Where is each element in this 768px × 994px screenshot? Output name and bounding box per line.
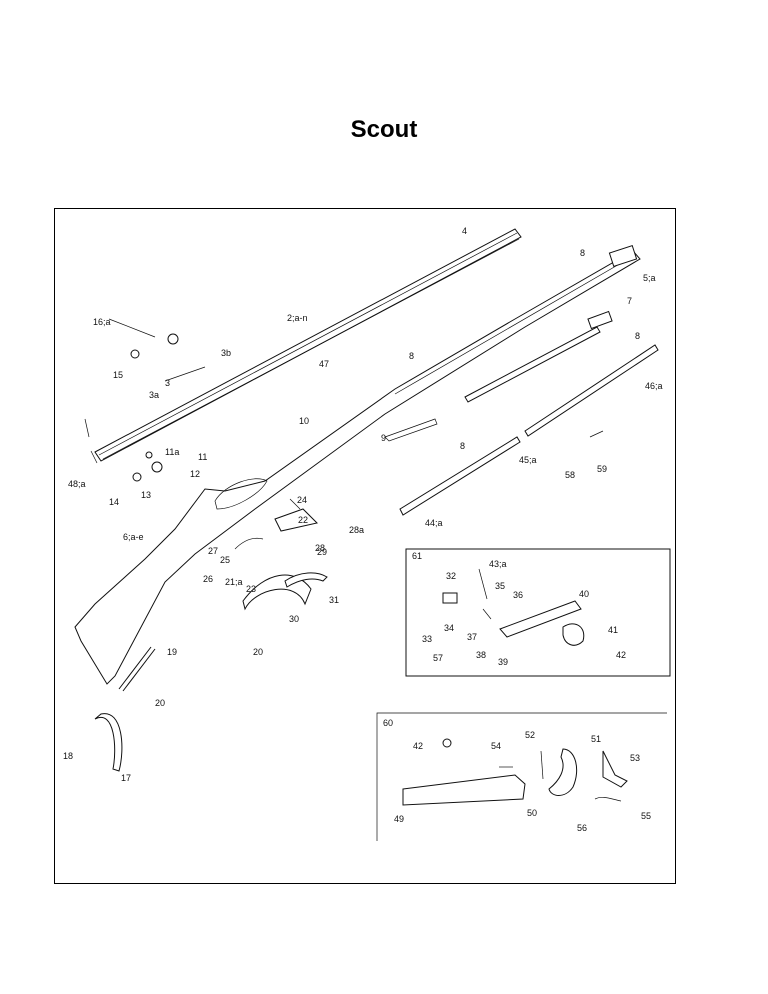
label-3: 3 xyxy=(165,378,170,388)
exploded-parts-diagram: 4 8 5;a 7 8 2;a-n 16;a 3b 47 8 46;a 15 3… xyxy=(54,208,676,884)
label-30: 30 xyxy=(289,614,299,624)
label-48a: 48;a xyxy=(68,479,86,489)
label-8: 8 xyxy=(409,351,414,361)
label-8: 8 xyxy=(580,248,585,258)
label-22: 22 xyxy=(298,515,308,525)
label-12: 12 xyxy=(190,469,200,479)
ramrods xyxy=(399,326,659,516)
label-36: 36 xyxy=(513,590,523,600)
label-47: 47 xyxy=(319,359,329,369)
label-40: 40 xyxy=(579,589,589,599)
label-3b: 3b xyxy=(221,348,231,358)
label-28a: 28a xyxy=(349,525,364,535)
label-42: 42 xyxy=(616,650,626,660)
label-19: 19 xyxy=(167,647,177,657)
label-15: 15 xyxy=(113,370,123,380)
label-34: 34 xyxy=(444,623,454,633)
label-11: 11 xyxy=(198,452,207,462)
label-2an: 2;a-n xyxy=(287,313,308,323)
label-11a: 11a xyxy=(165,447,179,457)
label-24: 24 xyxy=(297,495,307,505)
label-8: 8 xyxy=(635,331,640,341)
label-5a: 5;a xyxy=(643,273,656,283)
label-41: 41 xyxy=(608,625,618,635)
label-46a: 46;a xyxy=(645,381,663,391)
parts-diagram-svg: 4 8 5;a 7 8 2;a-n 16;a 3b 47 8 46;a 15 3… xyxy=(63,226,671,841)
label-57: 57 xyxy=(433,653,443,663)
label-60: 60 xyxy=(383,718,393,728)
label-14: 14 xyxy=(109,497,119,507)
label-3a: 3a xyxy=(149,390,159,400)
label-17: 17 xyxy=(121,773,131,783)
label-25: 25 xyxy=(220,555,230,565)
label-51: 51 xyxy=(591,734,601,744)
label-26: 26 xyxy=(203,574,213,584)
label-59: 59 xyxy=(597,464,607,474)
label-6ae: 6;a-e xyxy=(123,532,144,542)
label-13: 13 xyxy=(141,490,151,500)
label-38: 38 xyxy=(476,650,486,660)
label-50: 50 xyxy=(527,808,537,818)
label-55: 55 xyxy=(641,811,651,821)
label-29: 29 xyxy=(317,547,327,557)
label-42: 42 xyxy=(413,741,423,751)
label-53: 53 xyxy=(630,753,640,763)
label-54: 54 xyxy=(491,741,501,751)
page-title: Scout xyxy=(350,116,418,143)
label-31: 31 xyxy=(329,595,339,605)
label-8: 8 xyxy=(460,441,465,451)
label-27: 27 xyxy=(208,546,218,556)
label-18: 18 xyxy=(63,751,73,761)
label-43a: 43;a xyxy=(489,559,507,569)
stock xyxy=(74,250,641,685)
label-49: 49 xyxy=(394,814,404,824)
label-37: 37 xyxy=(467,632,477,642)
label-4: 4 xyxy=(462,226,467,236)
label-16a: 16;a xyxy=(93,317,111,327)
label-9: 9 xyxy=(381,433,386,443)
label-52: 52 xyxy=(525,730,535,740)
label-23: 23 xyxy=(246,584,256,594)
inset-61 xyxy=(405,548,671,677)
label-44a: 44;a xyxy=(425,518,443,528)
label-7: 7 xyxy=(627,296,632,306)
label-39: 39 xyxy=(498,657,508,667)
inset-60 xyxy=(376,712,667,841)
label-58: 58 xyxy=(565,470,575,480)
label-20: 20 xyxy=(253,647,263,657)
label-45a: 45;a xyxy=(519,455,537,465)
label-20: 20 xyxy=(155,698,165,708)
part-labels: 4 8 5;a 7 8 2;a-n 16;a 3b 47 8 46;a 15 3… xyxy=(63,226,663,833)
label-10: 10 xyxy=(299,416,309,426)
label-56: 56 xyxy=(577,823,587,833)
label-35: 35 xyxy=(495,581,505,591)
label-33: 33 xyxy=(422,634,432,644)
small-parts xyxy=(84,245,638,772)
label-28: 28 xyxy=(315,543,325,553)
barrel xyxy=(90,228,522,464)
label-61: 61 xyxy=(412,551,422,561)
label-32: 32 xyxy=(446,571,456,581)
label-21a: 21;a xyxy=(225,577,243,587)
